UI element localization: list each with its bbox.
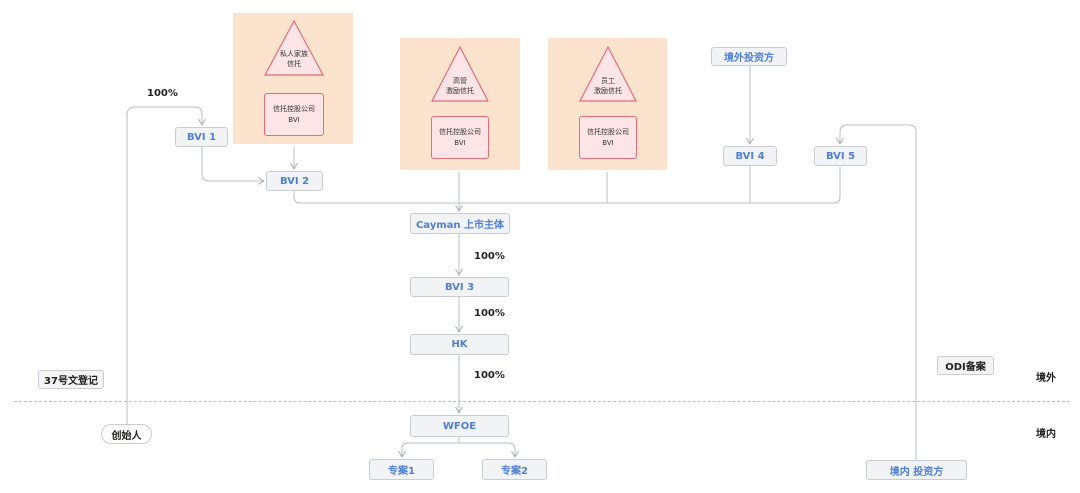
shareholders-collector-line <box>293 167 841 204</box>
executive-trust-line2: 激励信托 <box>446 87 474 95</box>
founder-to-bvi1-line <box>126 106 202 424</box>
cayman-bvi3-percentage: 100% <box>474 251 505 262</box>
offshore-region-label: 境外 <box>1036 373 1056 384</box>
wfoe-to-project1-line <box>402 437 460 457</box>
bvi5-node[interactable]: BVI 5 <box>814 146 867 166</box>
family-trust-line2: 信托 <box>287 60 301 68</box>
employee-trust-triangle <box>579 45 637 102</box>
wfoe-node[interactable]: WFOE <box>410 415 509 437</box>
project2-node[interactable]: 专案2 <box>482 459 547 480</box>
family-trust-label: 私人家族 信托 <box>263 49 325 69</box>
hk-node[interactable]: HK <box>410 334 509 355</box>
bvi1-to-bvi2-line <box>201 147 264 181</box>
executive-trust-triangle <box>431 45 489 102</box>
hk-wfoe-percentage: 100% <box>474 370 505 381</box>
family-trust-holding-company[interactable]: 信托控股公司 BVI <box>264 93 324 136</box>
domestic-investor-node[interactable]: 境内 投资方 <box>866 460 967 480</box>
employee-trust-label: 员工 激励信托 <box>578 76 638 96</box>
executive-holding-line2: BVI <box>454 138 466 147</box>
bvi2-node[interactable]: BVI 2 <box>266 171 323 191</box>
employee-trust-line2: 激励信托 <box>594 87 622 95</box>
founder-bvi1-percentage: 100% <box>147 88 178 99</box>
odi-filing-label: ODI备案 <box>937 356 994 375</box>
domestic-investor-to-bvi5-line <box>840 124 917 460</box>
onshore-region-label: 境内 <box>1036 429 1056 440</box>
bvi3-hk-percentage: 100% <box>474 308 505 319</box>
employee-trust-line1: 员工 <box>601 77 615 85</box>
foreign-investor-node[interactable]: 境外投资方 <box>711 47 787 66</box>
bvi1-node[interactable]: BVI 1 <box>175 127 228 147</box>
family-holding-line2: BVI <box>288 115 300 124</box>
employee-trust-holding-company[interactable]: 信托控股公司 BVI <box>579 116 637 159</box>
project1-node[interactable]: 专案1 <box>369 459 434 480</box>
executive-trust-label: 高管 激励信托 <box>430 76 490 96</box>
wfoe-to-project2-line <box>458 437 515 457</box>
executive-trust-line1: 高管 <box>453 77 467 85</box>
family-trust-triangle <box>263 19 325 76</box>
onshore-offshore-divider <box>14 401 1070 402</box>
cayman-listed-entity-node[interactable]: Cayman 上市主体 <box>410 213 510 234</box>
executive-holding-line1: 信托控股公司 <box>439 127 481 136</box>
bvi4-node[interactable]: BVI 4 <box>723 146 777 166</box>
founder-node[interactable]: 创始人 <box>101 424 152 444</box>
employee-holding-line2: BVI <box>602 138 614 147</box>
employee-holding-line1: 信托控股公司 <box>587 127 629 136</box>
bvi3-node[interactable]: BVI 3 <box>410 277 509 297</box>
family-trust-line1: 私人家族 <box>280 50 308 58</box>
circular37-registration-label: 37号文登记 <box>38 370 104 389</box>
family-holding-line1: 信托控股公司 <box>273 104 315 113</box>
executive-trust-holding-company[interactable]: 信托控股公司 BVI <box>431 116 489 159</box>
